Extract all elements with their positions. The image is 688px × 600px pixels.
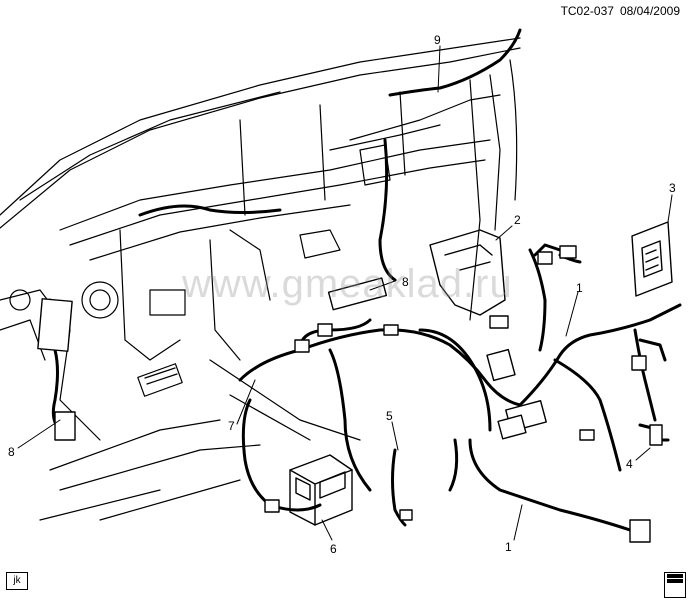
callout-4: 4 [626, 457, 633, 471]
callout-2: 2 [514, 213, 521, 227]
panel-2-body [429, 229, 506, 316]
callout-9: 9 [434, 33, 441, 47]
callout-1-right: 1 [576, 281, 583, 295]
connectors [37, 245, 663, 543]
watermark-text: www.gmeaklad.ru [182, 262, 513, 306]
gm-spo-logo [664, 572, 686, 598]
junction-block-6-body [289, 454, 353, 526]
callout-1-bottom: 1 [505, 540, 512, 554]
callout-leaders [17, 45, 673, 541]
callout-8-top: 8 [402, 275, 409, 289]
callout-8-left: 8 [8, 445, 15, 459]
callout-6: 6 [330, 542, 337, 556]
instrument-panel-structure [0, 37, 521, 441]
figure-code: TC02-037 [560, 4, 614, 18]
callout-7: 7 [228, 419, 235, 433]
figure-header: TC02-037 08/04/2009 [561, 4, 680, 18]
module-3-body [631, 221, 673, 297]
callout-5: 5 [386, 409, 393, 423]
callout-3: 3 [669, 181, 676, 195]
illustrator-tag: jk [6, 572, 28, 590]
figure-date: 08/04/2009 [619, 4, 680, 18]
floor-pan [39, 359, 361, 521]
